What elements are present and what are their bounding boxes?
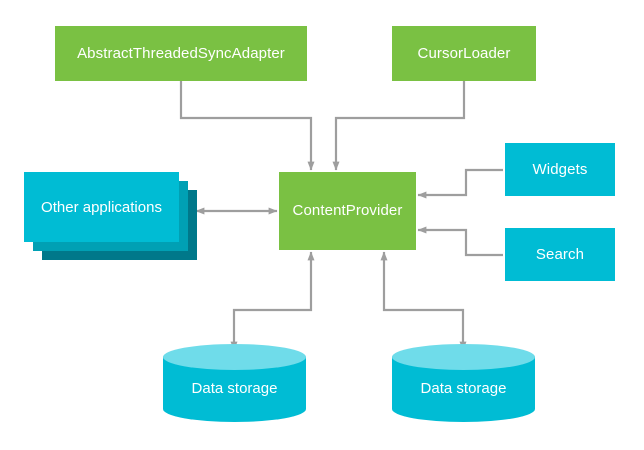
edge-cursorloader-to-provider: [332, 81, 466, 171]
data-storage-1-bottom: [163, 396, 306, 422]
data-storage-2-bottom: [392, 396, 535, 422]
node-label-data-storage-2: Data storage: [420, 380, 507, 397]
node-label-cursor-loader: CursorLoader: [417, 44, 511, 62]
node-label-data-storage-1: Data storage: [191, 380, 278, 397]
data-storage-1-top: [163, 344, 306, 370]
node-search[interactable]: Search: [505, 228, 615, 281]
other-applications-card-front[interactable]: Other applications: [24, 172, 179, 242]
node-content-provider[interactable]: ContentProvider: [279, 172, 416, 250]
node-data-storage-2[interactable]: Data storage: [392, 344, 535, 422]
edge-search-to-provider: [417, 226, 503, 257]
node-cursor-loader[interactable]: CursorLoader: [392, 26, 536, 81]
node-abstract-threaded-sync-adapter[interactable]: AbstractThreadedSyncAdapter: [55, 26, 307, 81]
data-storage-2-top: [392, 344, 535, 370]
edge-syncadapter-to-provider: [179, 81, 315, 171]
edge-provider-to-storage-2: [380, 251, 467, 351]
node-label-other-applications: Other applications: [41, 198, 162, 216]
node-other-applications[interactable]: Other applications: [24, 172, 197, 260]
node-label-sync-adapter: AbstractThreadedSyncAdapter: [77, 44, 285, 62]
edge-provider-to-storage-1: [230, 251, 315, 351]
node-widgets[interactable]: Widgets: [505, 143, 615, 196]
node-data-storage-1[interactable]: Data storage: [163, 344, 306, 422]
node-label-widgets: Widgets: [532, 160, 588, 178]
edge-widgets-to-provider: [417, 168, 503, 199]
node-label-content-provider: ContentProvider: [292, 202, 403, 220]
node-label-search: Search: [535, 245, 585, 263]
